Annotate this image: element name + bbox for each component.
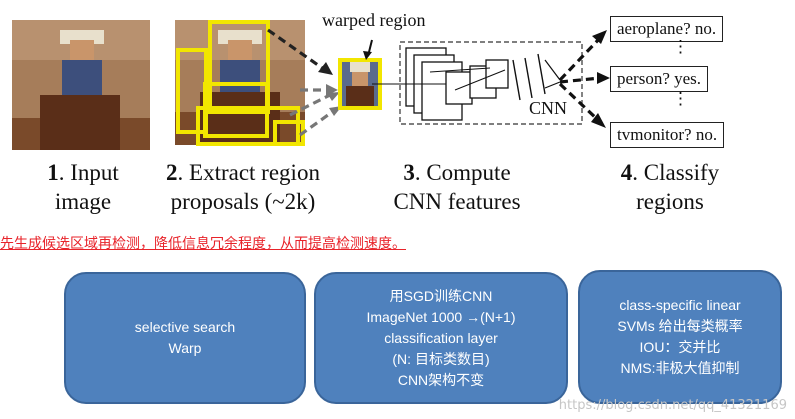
proposal-arrows xyxy=(267,28,336,137)
rcnn-pipeline-graphic xyxy=(12,20,610,150)
ellipsis-1: ⋮ xyxy=(672,37,689,56)
arrow-heads xyxy=(318,62,342,116)
classify-arrows xyxy=(558,36,602,122)
result-person: person? yes. xyxy=(610,66,709,92)
input-image xyxy=(12,20,150,150)
proposal-image xyxy=(175,20,305,146)
card-cnn-training: 用SGD训练CNN ImageNet 1000 →(N+1) classific… xyxy=(314,272,568,404)
note-text: 先生成候选区域再检测，降低信息冗余程度，从而提高检测速度。 xyxy=(0,236,406,252)
result-aeroplane: aeroplane? no. xyxy=(610,16,724,42)
warped-region-label: warped region xyxy=(322,10,426,30)
result-tvmonitor: tvmonitor? no. xyxy=(610,122,725,148)
cnn-label: CNN xyxy=(528,98,569,119)
ellipsis-2: ⋮ xyxy=(672,89,689,108)
warped-region xyxy=(338,39,382,110)
watermark: https://blog.csdn.net/qq_41321169 xyxy=(558,398,787,413)
card-classification: class-specific linear SVMs 给出每类概率 IOU：交并… xyxy=(578,270,782,404)
card-region-proposal: selective search Warp xyxy=(64,272,306,404)
cnn-block xyxy=(372,41,583,125)
